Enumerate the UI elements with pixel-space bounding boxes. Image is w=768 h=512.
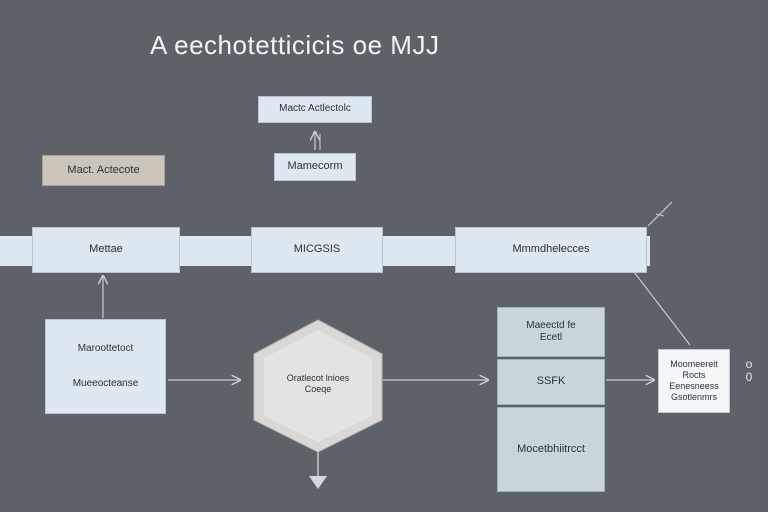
band-left-text: Mettae (89, 243, 123, 256)
connector-top-right-tick (655, 213, 665, 217)
left-panel-box: Maroottetoct Mueeocteanse (45, 319, 166, 414)
left-panel-line2: Mueeocteanse (72, 377, 139, 389)
column-top-box: Maeectd fe Ecetl (497, 307, 605, 357)
column-mid-box: SSFK (497, 359, 605, 405)
mid-label-box: Mamecorm (274, 153, 356, 181)
hexagon-line1: Oratlecot lnioes (286, 372, 350, 383)
top-label-box: Mactc Actlectolc (258, 96, 372, 123)
arrow-hexagon-down-head (309, 476, 327, 489)
right-box: Moomeereit Rocts Eenesneess Gsotlenmrs (658, 349, 730, 413)
mid-label-text: Mamecorm (287, 160, 343, 173)
right-box-line4: Gsotlenmrs (670, 391, 717, 402)
column-top-line1: Maeectd fe (526, 319, 576, 331)
band-right-text: Mmmdhelecces (512, 243, 590, 256)
column-bottom-box: Mocetbhiitrcct (497, 407, 605, 492)
column-mid-text: SSFK (536, 375, 566, 388)
column-bottom-text: Mocetbhiitrcct (517, 442, 585, 455)
side-label-line2: 0 (745, 370, 753, 385)
left-panel-line1: Maroottetoct (77, 343, 134, 354)
connector-band-to-right-box (633, 271, 691, 346)
band-left-box: Mettae (32, 227, 180, 273)
side-label: o 0 (741, 357, 757, 385)
right-box-line2: Rocts (682, 370, 706, 381)
band-center-box: MICGSIS (251, 227, 383, 273)
top-label-text: Mactc Actlectolc (279, 103, 351, 115)
column-top-line2: Ecetl (539, 332, 563, 343)
side-label-line1: o (745, 357, 753, 371)
left-tag-box: Mact. Actecote (42, 155, 165, 186)
band-right-box: Mmmdhelecces (455, 227, 647, 273)
hexagon-label: Oratlecot lnioes Coeqe (262, 370, 374, 398)
diagram-title: A eechotetticicis oe MJJ (150, 30, 440, 60)
band-center-text: MICGSIS (293, 243, 341, 256)
hexagon-line2: Coeqe (304, 384, 332, 394)
hexagon-inner-shade (264, 330, 372, 442)
right-box-line3: Eenesneess (669, 381, 719, 391)
connector-top-right (647, 201, 673, 227)
right-box-line1: Moomeereit (670, 359, 718, 370)
left-tag-text: Mact. Actecote (67, 163, 140, 176)
